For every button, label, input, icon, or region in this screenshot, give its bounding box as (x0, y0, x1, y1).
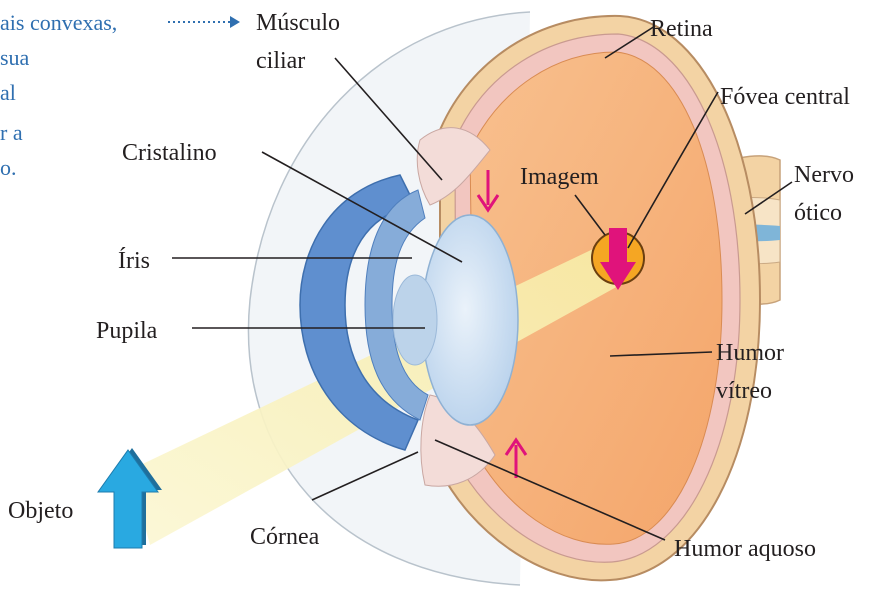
label-humor-vitreo: vítreo (716, 378, 772, 404)
label-retina: Retina (650, 16, 713, 42)
pupil (393, 275, 437, 365)
label-nervo-otico: Nervo (794, 162, 854, 188)
label-nervo-otico: ótico (794, 200, 842, 226)
label-objeto: Objeto (8, 498, 73, 524)
dotted-arrow-icon (168, 16, 240, 28)
label-cristalino: Cristalino (122, 140, 217, 166)
label-cornea: Córnea (250, 524, 320, 550)
label-iris: Íris (118, 248, 150, 274)
label-fovea-central: Fóvea central (720, 84, 850, 110)
side-caption-line: sua (0, 45, 30, 70)
side-caption-line: r a (0, 120, 23, 145)
side-caption-line: o. (0, 155, 17, 180)
label-imagem: Imagem (520, 164, 599, 190)
label-humor-aquoso: Humor aquoso (674, 536, 816, 562)
label-musculo-ciliar: ciliar (256, 48, 305, 74)
label-humor-vitreo: Humor (716, 340, 784, 366)
side-caption-line: al (0, 80, 16, 105)
label-pupila: Pupila (96, 318, 158, 344)
side-caption-line: ais convexas, (0, 10, 117, 35)
label-musculo-ciliar: Músculo (256, 10, 340, 36)
